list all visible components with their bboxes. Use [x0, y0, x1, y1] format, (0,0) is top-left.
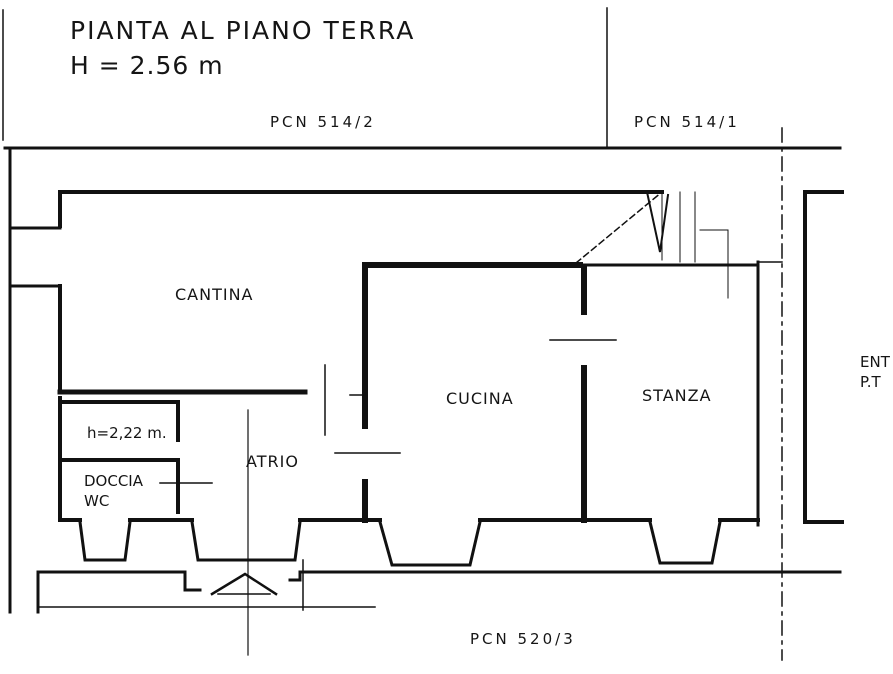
reduced-height-label: h=2,22 m.: [87, 424, 167, 442]
stair-arrow: [645, 190, 670, 253]
south-parcel-boundary-right: [288, 570, 842, 582]
doccia-north-wall: [58, 400, 180, 442]
south-parcel-boundary-left: [36, 570, 202, 614]
room-label-stanza: STANZA: [642, 386, 712, 405]
window-bay-2: [190, 520, 302, 562]
stair-line: [574, 190, 664, 265]
north-wall: [58, 190, 664, 228]
window-bay-1: [78, 520, 132, 562]
edge-text-line-1: ENT: [860, 353, 890, 371]
edge-text-line-2: P.T: [860, 373, 881, 391]
window-bay-4: [648, 520, 722, 565]
plan-title: PIANTA AL PIANO TERRA: [70, 16, 416, 45]
doccia-south-wall: [58, 458, 180, 514]
room-label-doccia: DOCCIA: [84, 472, 143, 490]
parcel-label-south: PCN 520/3: [470, 630, 576, 648]
ceiling-height: H = 2.56 m: [70, 51, 224, 80]
window-bay-3: [378, 520, 482, 567]
room-label-wc: WC: [84, 492, 110, 510]
room-label-cantina: CANTINA: [175, 285, 254, 304]
room-label-cucina: CUCINA: [446, 389, 514, 408]
parcel-label-north-right: PCN 514/1: [634, 113, 740, 131]
entrance-arrow: [210, 572, 278, 596]
cucina-north-wall: [362, 262, 583, 429]
neighbour-building: [803, 190, 844, 524]
room-label-atrio: ATRIO: [246, 452, 299, 471]
parcel-label-north-left: PCN 514/2: [270, 113, 376, 131]
